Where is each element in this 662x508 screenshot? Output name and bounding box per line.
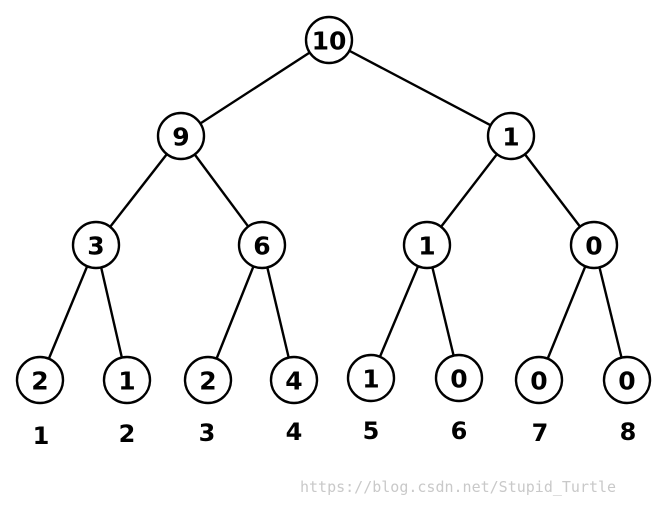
- tree-node-n2: 9: [156, 111, 206, 161]
- tree-edge-n1-n2: [180, 38, 330, 138]
- node-value: 0: [530, 367, 547, 396]
- node-circle: [237, 220, 287, 270]
- tree-node-n14: 0: [514, 355, 564, 405]
- node-value: 1: [502, 123, 519, 152]
- tree-node-n9: 1: [102, 355, 152, 405]
- node-circle: [346, 353, 396, 403]
- watermark: https://blog.csdn.net/Stupid_Turtle: [300, 478, 617, 496]
- leaf-index-label: 2: [119, 420, 136, 448]
- tree-edges: [38, 38, 629, 381]
- node-value: 1: [362, 365, 379, 394]
- tree-node-n10: 2: [183, 355, 233, 405]
- node-value: 4: [285, 367, 302, 396]
- node-circle: [402, 220, 452, 270]
- node-value: 1: [118, 367, 135, 396]
- node-value: 0: [585, 232, 602, 261]
- tree-edge-n5-n10: [206, 244, 264, 381]
- tree-edge-n1-n3: [328, 38, 512, 138]
- node-circle: [602, 355, 652, 405]
- tree-node-n4: 3: [71, 220, 121, 270]
- node-circle: [434, 353, 484, 403]
- node-value: 3: [87, 232, 104, 261]
- tree-node-n13: 0: [434, 353, 484, 403]
- node-circle: [102, 355, 152, 405]
- node-value: 6: [253, 232, 270, 261]
- leaf-index-label: 3: [199, 419, 216, 447]
- node-circle: [71, 220, 121, 270]
- node-value: 9: [172, 123, 189, 152]
- node-circle: [514, 355, 564, 405]
- leaf-index-label: 6: [451, 417, 468, 445]
- tree-edge-n4-n8: [38, 244, 98, 381]
- node-value: 0: [450, 365, 467, 394]
- tree-node-n8: 2: [15, 355, 65, 405]
- node-value: 1: [418, 232, 435, 261]
- tree-node-n1: 10: [304, 15, 354, 65]
- node-value: 10: [312, 27, 347, 56]
- leaf-index-label: 7: [532, 419, 549, 447]
- tree-node-n12: 1: [346, 353, 396, 403]
- node-circle: [156, 111, 206, 161]
- tree-node-n5: 6: [237, 220, 287, 270]
- leaf-index-label: 4: [286, 418, 303, 446]
- node-circle: [269, 355, 319, 405]
- node-circle: [569, 220, 619, 270]
- tree-node-n7: 0: [569, 220, 619, 270]
- node-circle: [183, 355, 233, 405]
- node-value: 0: [618, 367, 635, 396]
- tree-node-n6: 1: [402, 220, 452, 270]
- leaf-index-label: 8: [620, 418, 637, 446]
- node-value: 2: [31, 367, 48, 396]
- node-circle: [15, 355, 65, 405]
- node-circle: [304, 15, 354, 65]
- tree-node-n15: 0: [602, 355, 652, 405]
- node-value: 2: [199, 367, 216, 396]
- tree-node-n11: 4: [269, 355, 319, 405]
- tree-node-n3: 1: [486, 111, 536, 161]
- leaf-index-label: 5: [363, 417, 380, 445]
- tree-edge-n7-n14: [537, 244, 596, 381]
- leaf-index-label: 1: [33, 422, 50, 450]
- node-circle: [486, 111, 536, 161]
- leaf-indices: 1 2 3 4 5 6 7 8: [33, 417, 637, 450]
